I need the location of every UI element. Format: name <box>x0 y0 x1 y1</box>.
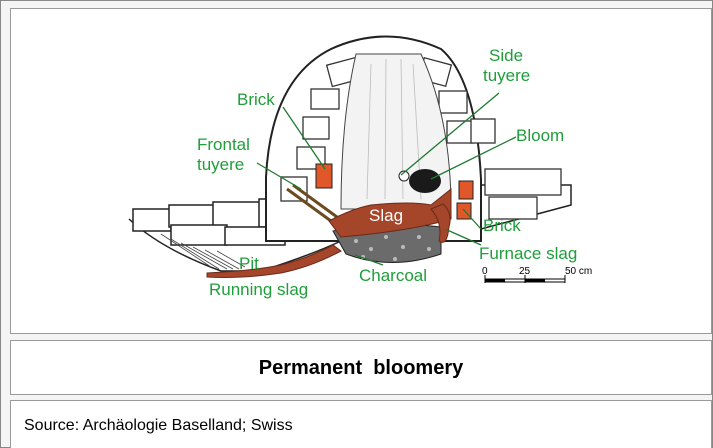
label-frontal-tuyere-2: tuyere <box>197 155 244 174</box>
label-running-slag: Running slag <box>209 280 308 299</box>
caption-panel: Permanent bloomery <box>10 340 712 395</box>
scale-bar: 0 25 50 cm <box>482 266 592 283</box>
scale-tick-50: 50 cm <box>565 266 592 277</box>
label-furnace-slag: Furnace slag <box>479 244 577 263</box>
label-brick-top: Brick <box>237 90 275 109</box>
label-charcoal: Charcoal <box>359 266 427 285</box>
label-brick-right: Brick <box>483 216 521 235</box>
label-side-tuyere-2: tuyere <box>483 66 530 85</box>
scale-tick-25: 25 <box>519 266 531 277</box>
figure-caption: Permanent bloomery <box>11 357 711 380</box>
brick-right-top <box>459 181 473 199</box>
label-pit: Pit <box>239 254 259 273</box>
label-slag: Slag <box>369 206 403 225</box>
label-side-tuyere-1: Side <box>489 46 523 65</box>
label-frontal-tuyere-1: Frontal <box>197 135 250 154</box>
label-bloom: Bloom <box>516 126 564 145</box>
source-panel: Source: Archäologie Baselland; Swiss <box>10 400 712 448</box>
bloomery-diagram: Brick Side tuyere Bloom Frontal tuyere S… <box>11 9 711 333</box>
figure-panel: Brick Side tuyere Bloom Frontal tuyere S… <box>10 8 712 334</box>
scale-tick-0: 0 <box>482 266 488 277</box>
source-credit: Source: Archäologie Baselland; Swiss <box>24 417 293 435</box>
bloom-mass <box>409 169 441 193</box>
